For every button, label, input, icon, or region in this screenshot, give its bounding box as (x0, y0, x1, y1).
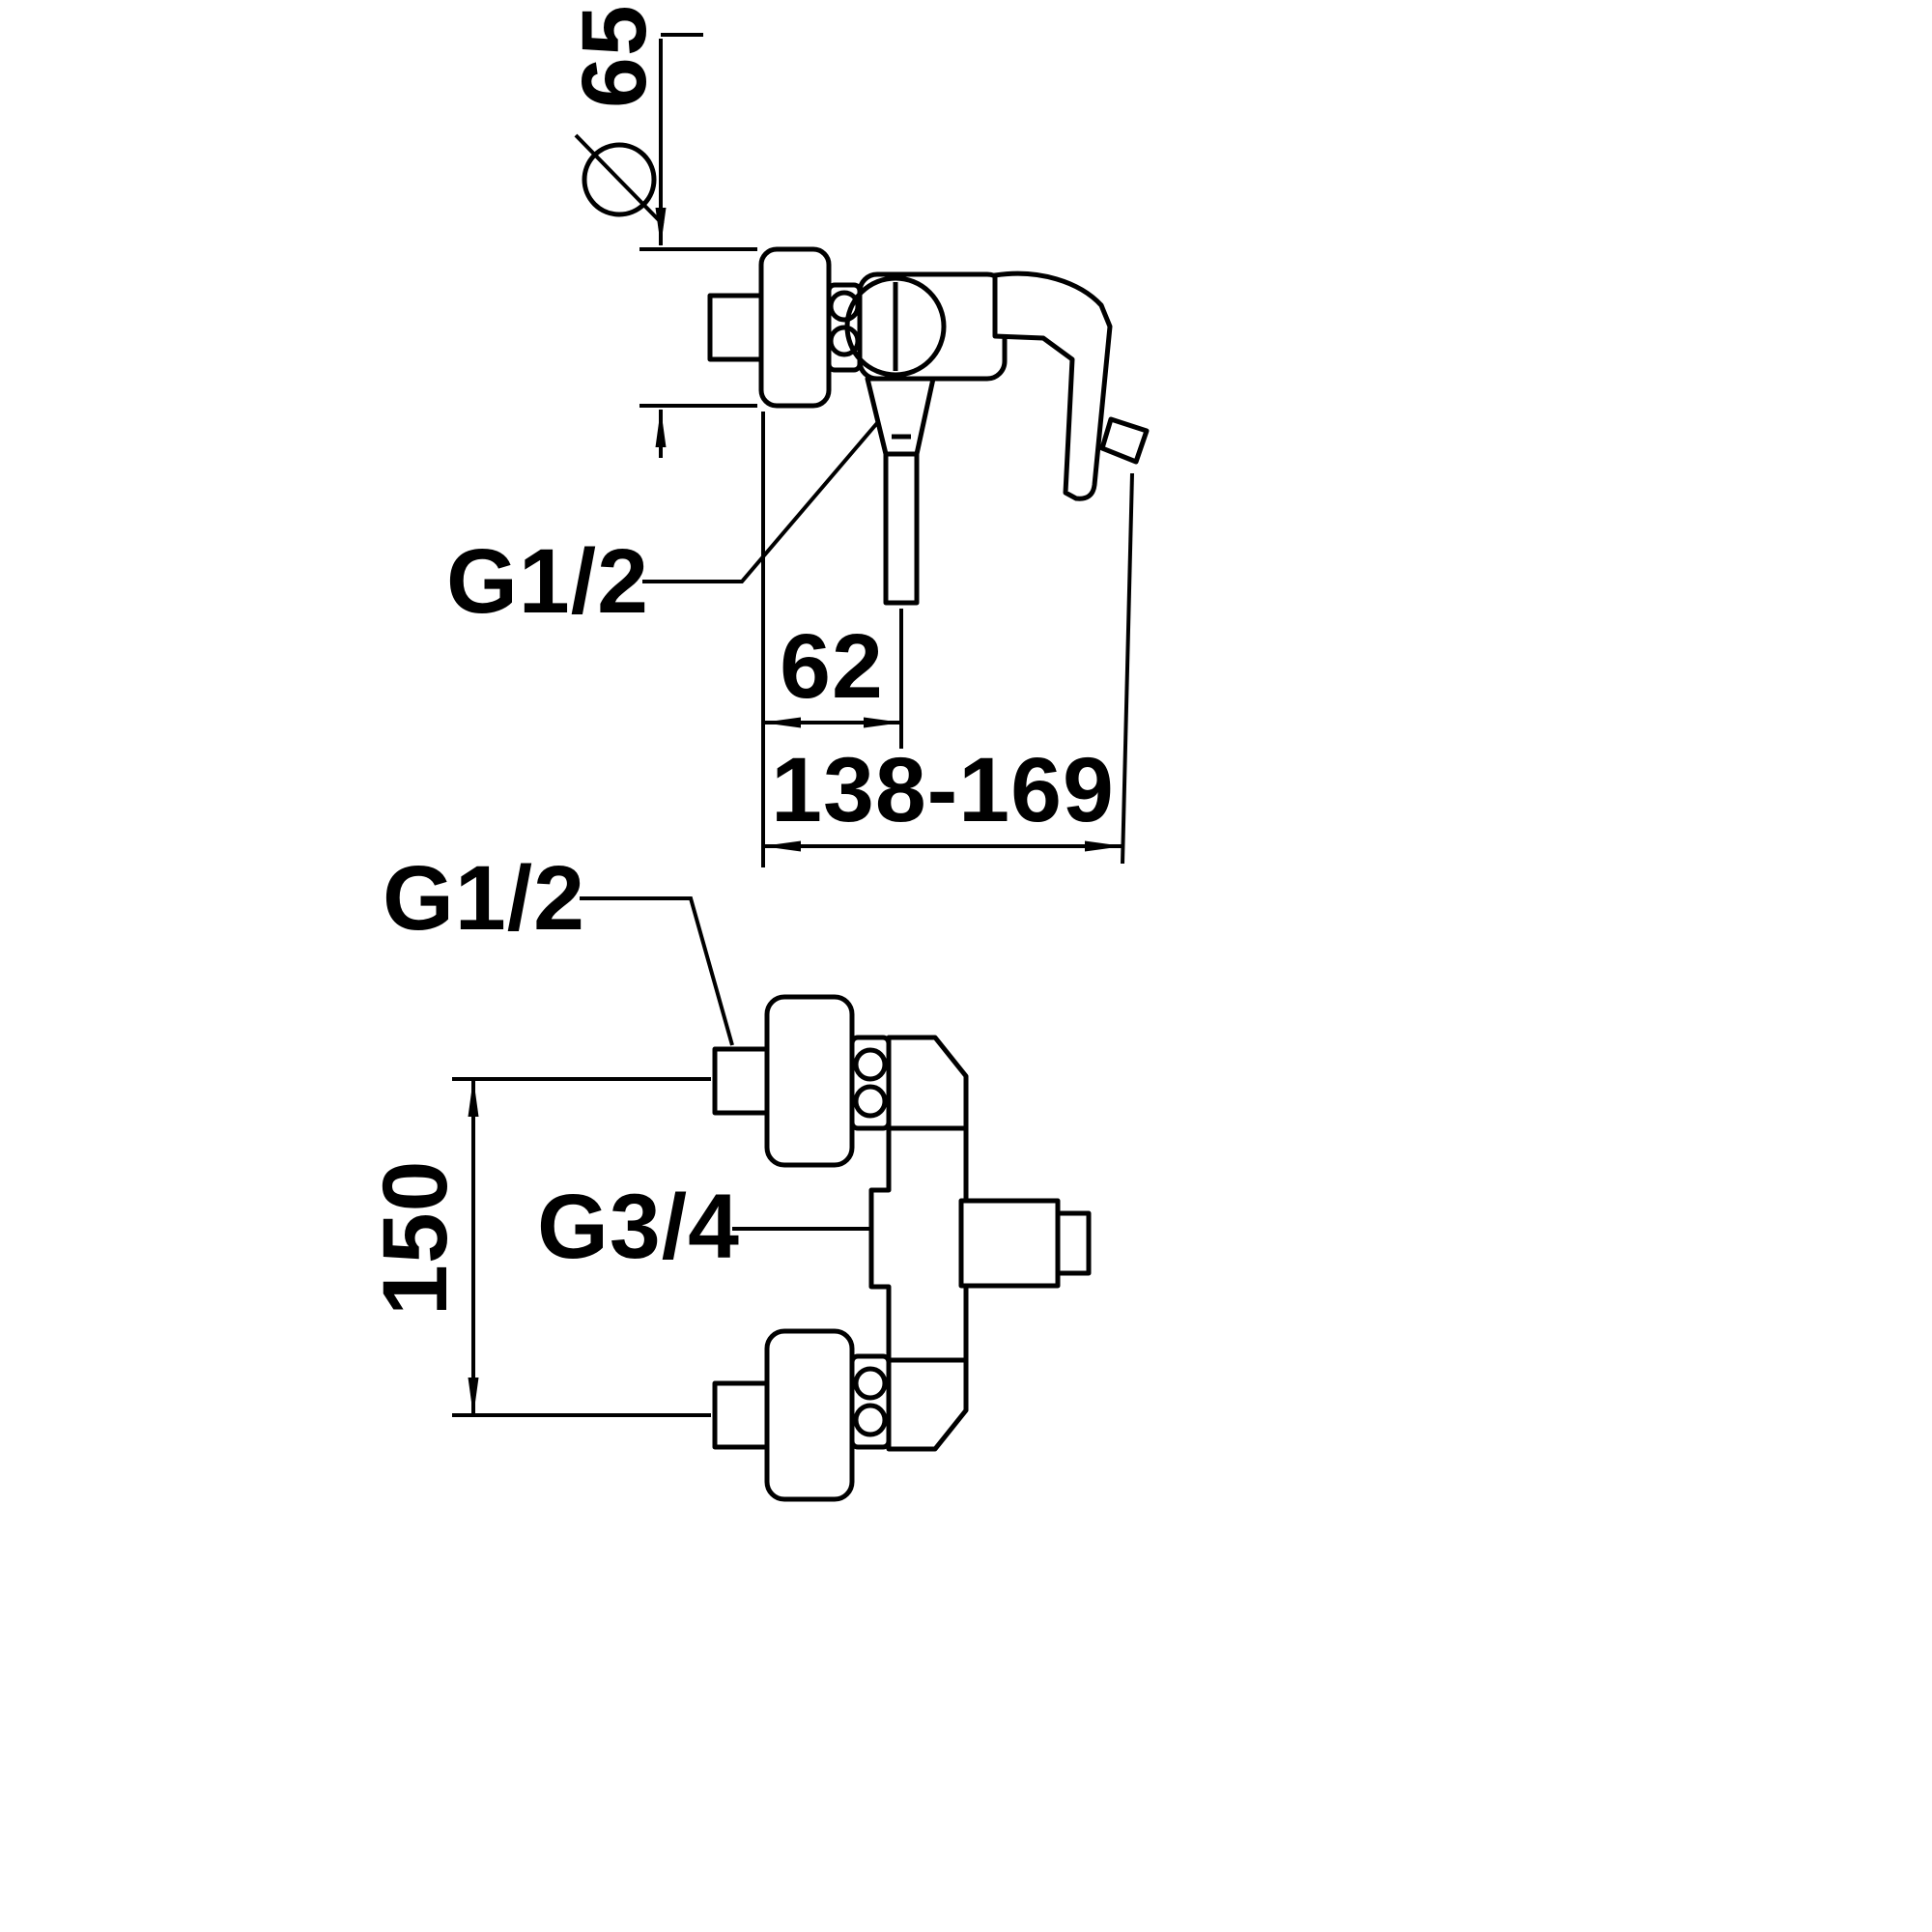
dim-150-label: 150 (364, 1159, 467, 1316)
dim-diameter: 65 (563, 4, 757, 458)
front-outlet-tip (1055, 1210, 1092, 1276)
lever-alt-position (1099, 416, 1150, 465)
front-top-flange (764, 994, 855, 1168)
g12-front-leader (580, 896, 734, 1046)
front-bottom-flange (764, 1328, 855, 1502)
front-top-thread (712, 1046, 770, 1116)
dim-range-ext-right (1121, 472, 1134, 865)
front-bottom-thread (712, 1380, 770, 1450)
lever-handle (992, 270, 1113, 501)
front-bottom-union (849, 1353, 892, 1450)
side-view: 65 G1/2 (446, 4, 1150, 867)
g12-side-label: G1/2 (446, 530, 649, 633)
g12-front-callout: G1/2 (383, 847, 734, 1046)
g12-front-label: G1/2 (383, 847, 585, 950)
dim-range: 138-169 (762, 472, 1134, 865)
cartridge-circle (844, 275, 947, 378)
front-body (868, 1035, 969, 1452)
g12-side-callout: G1/2 (446, 421, 879, 633)
shower-outlet (865, 376, 936, 457)
g12-side-leader (642, 421, 879, 583)
wall-flange (758, 246, 832, 409)
front-top-union (849, 1035, 892, 1131)
front-view: G1/2 G3/4 (364, 847, 1092, 1502)
diameter-icon (574, 133, 665, 226)
dim-62: 62 (761, 412, 903, 867)
dim-range-label: 138-169 (771, 739, 1115, 841)
dim-62-label: 62 (780, 615, 884, 718)
thread-connector (707, 293, 764, 362)
mixer-body (857, 271, 1008, 382)
dim-150: 150 (364, 1077, 711, 1417)
front-outlet (958, 1198, 1061, 1289)
g34-callout: G3/4 (537, 1176, 871, 1278)
outlet-pipe (883, 454, 920, 606)
g34-label: G3/4 (537, 1176, 740, 1278)
dim-65-label: 65 (563, 4, 666, 108)
